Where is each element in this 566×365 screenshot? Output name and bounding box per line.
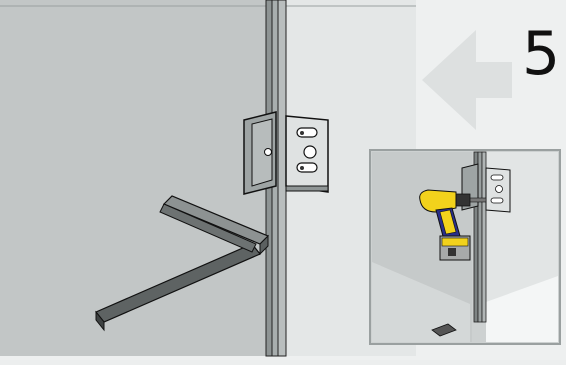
step-number: 5 <box>522 24 560 84</box>
main-scene <box>0 0 416 356</box>
hinge-bracket-icon <box>244 112 328 194</box>
